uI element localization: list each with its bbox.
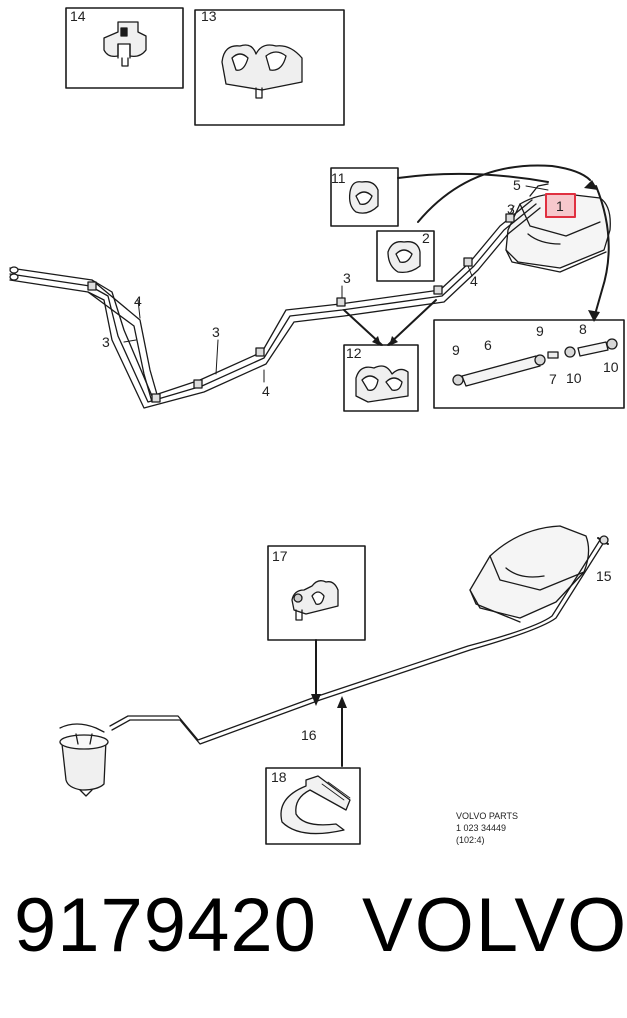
arrowhead-12-left — [372, 336, 381, 346]
callout-11: 11 — [331, 170, 346, 186]
callout-3-tank: 3 — [507, 201, 515, 217]
vent-line-bottom — [109, 535, 609, 745]
arrowhead-16-up — [337, 696, 347, 708]
stamp-line-3: (102:4) — [456, 835, 485, 845]
arrowhead-tank — [584, 180, 598, 190]
arrowhead-16-down — [311, 694, 321, 706]
arrowhead-return — [588, 310, 600, 322]
carbon-canister — [59, 723, 109, 797]
callout-4-tank: 4 — [470, 273, 478, 289]
arrowhead-12-right — [389, 336, 398, 346]
callout-13: 13 — [201, 8, 217, 24]
callout-18: 18 — [271, 769, 287, 785]
callout-1: 1 — [556, 198, 564, 214]
highlight-box-1 — [545, 193, 576, 218]
inset-box-clip-14 — [65, 7, 184, 89]
callout-9-right: 9 — [536, 323, 544, 339]
callout-16: 16 — [301, 727, 317, 743]
callout-12: 12 — [346, 345, 362, 361]
inset-box-clip-11 — [330, 167, 399, 227]
brand-name: VOLVO — [362, 883, 627, 968]
inset-box-clip-2 — [376, 230, 435, 282]
stamp-line-2: 1 023 34449 — [456, 823, 506, 833]
inset-box-hose-kit — [433, 319, 625, 409]
callout-3-top: 3 — [343, 270, 351, 286]
callout-2: 2 — [422, 230, 430, 246]
arrow-12-right — [387, 299, 437, 346]
fuel-lines-top — [9, 185, 549, 409]
parts-diagram: 14 13 11 5 1 2 3 4 4 3 3 4 3 12 9 6 9 8 … — [9, 7, 625, 845]
part-number: 9179420 — [14, 883, 317, 968]
callout-10-mid: 10 — [566, 370, 582, 386]
callout-15: 15 — [596, 568, 612, 584]
callout-6: 6 — [484, 337, 492, 353]
inset-box-clip-12 — [343, 344, 419, 412]
callout-10-right: 10 — [603, 359, 619, 375]
callout-17: 17 — [272, 548, 288, 564]
callout-8: 8 — [579, 321, 587, 337]
callout-3-mid: 3 — [212, 324, 220, 340]
callout-3-left: 3 — [102, 334, 110, 350]
stamp-line-1: VOLVO PARTS — [456, 811, 518, 821]
leader-line-11 — [397, 172, 549, 183]
callout-9-left: 9 — [452, 342, 460, 358]
fuel-tank-top — [505, 183, 611, 273]
inset-box-clip-13 — [194, 9, 345, 126]
callout-5: 5 — [513, 177, 521, 193]
callout-4-left: 4 — [134, 293, 142, 309]
callout-4-mid: 4 — [262, 383, 270, 399]
callout-7: 7 — [549, 371, 557, 387]
fuel-tank-bottom — [469, 525, 590, 623]
inset-box-cable-tie-18 — [265, 767, 361, 845]
callout-14: 14 — [70, 8, 86, 24]
leader-line-2 — [417, 164, 591, 223]
return-line — [593, 185, 610, 319]
